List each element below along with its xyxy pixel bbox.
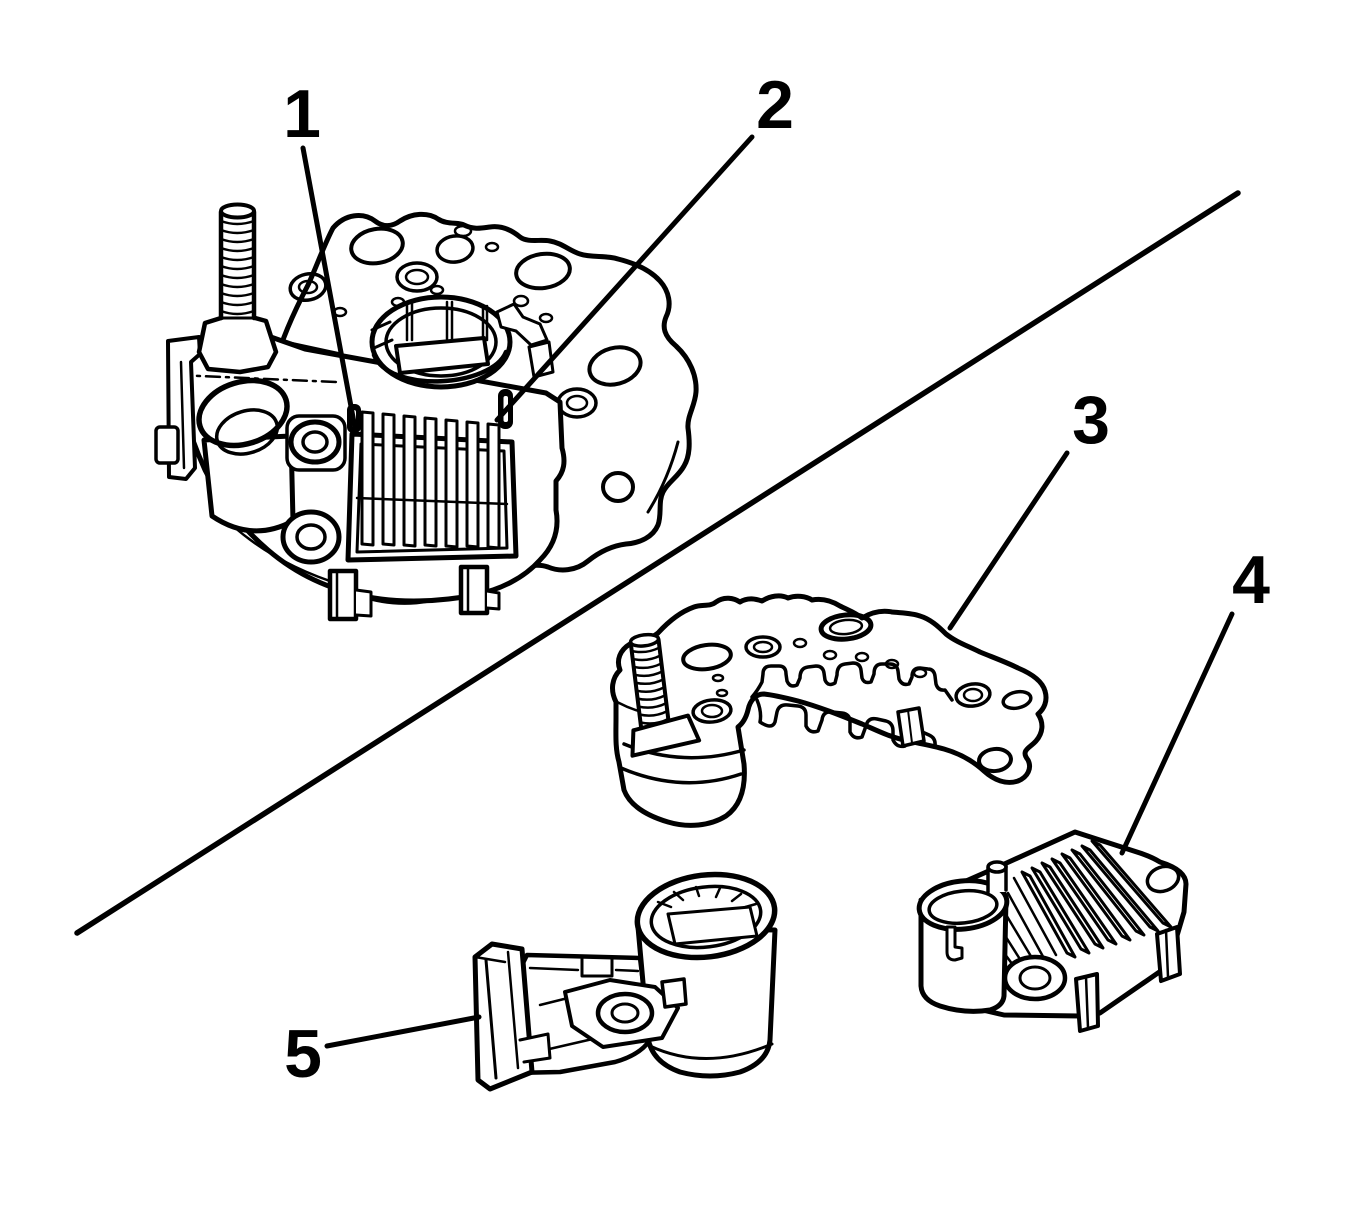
bearing-bore	[369, 294, 513, 390]
callout-1: 1	[283, 76, 358, 431]
brush-holder-boss	[563, 977, 688, 1049]
regulator-fin-block	[345, 410, 519, 563]
rectifier-regulator-assembly-illustration	[154, 202, 699, 622]
bore-bracket-b	[527, 340, 555, 379]
callout-2-leader	[494, 134, 755, 423]
rectifier-stud	[628, 632, 702, 758]
cylinder-floor	[666, 905, 759, 946]
callout-4-leader	[1119, 611, 1235, 856]
bore-bracket-a	[495, 302, 549, 347]
bore-lower-rim	[371, 349, 509, 384]
brush-holder-front-plate	[472, 941, 552, 1092]
callout-1-label: 1	[283, 76, 321, 152]
connector-pin	[945, 925, 964, 962]
rectifier-holes	[681, 612, 1033, 774]
callout-3-label: 3	[1072, 382, 1110, 458]
callout-3-leader	[947, 450, 1070, 631]
callout-2: 2	[494, 67, 794, 423]
regulator-tabs	[1074, 925, 1182, 1033]
harness-connector	[196, 377, 296, 534]
callout-4-label: 4	[1232, 542, 1270, 618]
housing-edge-line	[266, 336, 344, 356]
rectifier-bridge-illustration	[610, 593, 1049, 828]
regulator-ear-hole	[1145, 864, 1181, 894]
callout-2-label: 2	[756, 67, 794, 143]
bore-ribs	[405, 300, 489, 342]
brush-holder-cylinder	[634, 871, 778, 1079]
left-bracket	[154, 335, 202, 481]
regulator-boss	[1002, 954, 1068, 1002]
callout-3: 3	[947, 382, 1110, 631]
rectifier-post	[896, 706, 926, 748]
boss-tab	[660, 977, 688, 1009]
regulator-heatsink-fins	[1020, 839, 1173, 959]
stud-threads	[219, 219, 256, 316]
bore-left-notch	[370, 320, 394, 350]
callout-4: 4	[1119, 542, 1270, 856]
arm-top-lines	[528, 966, 640, 1052]
callout-5: 5	[284, 1014, 482, 1092]
battery-terminal-stud	[196, 202, 279, 375]
callout-5-label: 5	[284, 1016, 322, 1092]
regulator-base-stripes	[991, 876, 1058, 982]
arm-step-notch	[580, 956, 614, 978]
divider-line	[74, 190, 1241, 936]
stud-boss	[196, 310, 279, 375]
callout-1-leader	[300, 145, 358, 431]
mount-bosses	[280, 414, 347, 565]
brush-holder-illustration	[472, 871, 778, 1092]
cylinder-ribs	[656, 885, 758, 910]
bore-slot	[394, 336, 490, 375]
plate-lobe-contour	[646, 440, 680, 514]
callout-5-leader	[324, 1014, 482, 1049]
mounting-tabs	[327, 564, 501, 622]
voltage-regulator-illustration	[916, 829, 1189, 1033]
regulator-connector	[916, 860, 1010, 1014]
